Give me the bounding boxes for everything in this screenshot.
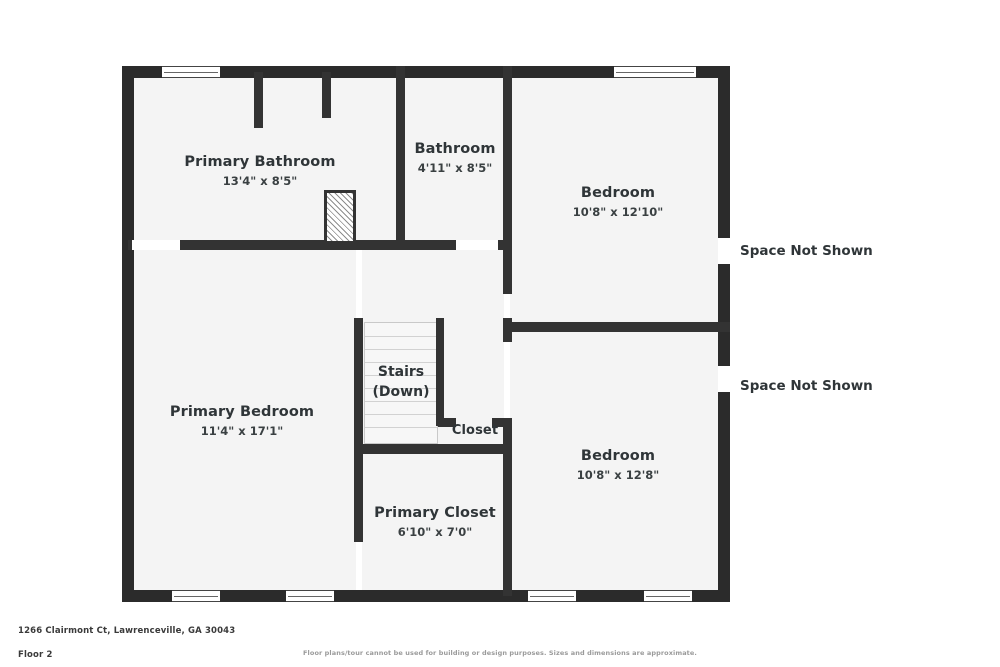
exterior-wall-top [122, 66, 730, 78]
stair-step [365, 362, 437, 363]
window-bottom-bedroom-2 [644, 590, 692, 602]
footer-address: 1266 Clairmont Ct, Lawrenceville, GA 300… [18, 626, 236, 636]
wall-stairs-right [436, 318, 444, 426]
wall-primary-bedroom-right [354, 318, 363, 454]
window-bottom-primary-1 [172, 590, 220, 602]
stair-step [365, 427, 437, 428]
stair-step [365, 375, 437, 376]
room-fill-primary-bedroom [128, 250, 356, 596]
chase-hatch-fill [327, 193, 353, 241]
window-bottom-bedroom-1 [528, 590, 576, 602]
stair-step [365, 401, 437, 402]
exterior-wall-bottom [122, 590, 730, 602]
wall-primary-closet-top [354, 444, 512, 454]
footer-disclaimer: Floor plans/tour cannot be used for buil… [303, 649, 697, 657]
exterior-wall-left [122, 66, 134, 602]
wall-primary-bedroom-right-lower [354, 452, 363, 542]
wall-closet-right-nib [492, 418, 512, 427]
wall-bathroom-right [503, 66, 512, 272]
stair-step [365, 388, 437, 389]
room-fill-primary-closet [362, 452, 504, 596]
opening-right-upper [718, 238, 730, 264]
door-opening-primary-bathroom [132, 240, 180, 250]
stairs-label-line2: (Down) [372, 384, 430, 401]
wall-horizontal-mid [128, 240, 512, 250]
wall-closet-left-nib [434, 418, 456, 427]
stairs-block [364, 322, 438, 444]
note-space-not-shown-lower: Space Not Shown [740, 378, 873, 394]
room-fill-bedroom-upper [510, 72, 724, 324]
stair-step [365, 349, 437, 350]
wall-bathroom-left [396, 66, 405, 246]
note-space-not-shown-upper: Space Not Shown [740, 243, 873, 259]
partition-stub-right [322, 72, 331, 118]
exterior-wall-right [718, 66, 730, 602]
stair-step [365, 336, 437, 337]
door-opening-bathroom [456, 240, 498, 250]
wall-hall-right-bottom [503, 452, 512, 596]
partition-stub-left [254, 72, 263, 128]
wall-hall-right-upper [503, 272, 512, 294]
room-fill-bathroom [404, 72, 504, 244]
opening-right-lower [718, 366, 730, 392]
chase-hatched-block [324, 190, 356, 244]
room-fill-primary-bathroom [128, 72, 400, 244]
window-top-left [162, 66, 220, 78]
window-bottom-primary-2 [286, 590, 334, 602]
stair-step [365, 414, 437, 415]
window-top-right [614, 66, 696, 78]
stairs-label: Stairs (Down) [344, 362, 458, 403]
wall-hall-right-lower [503, 420, 512, 452]
room-fill-bedroom-lower [510, 330, 724, 596]
footer-floor-label: Floor 2 [18, 650, 53, 660]
stairs-label-line1: Stairs [377, 364, 425, 380]
wall-between-bedrooms [503, 322, 730, 332]
